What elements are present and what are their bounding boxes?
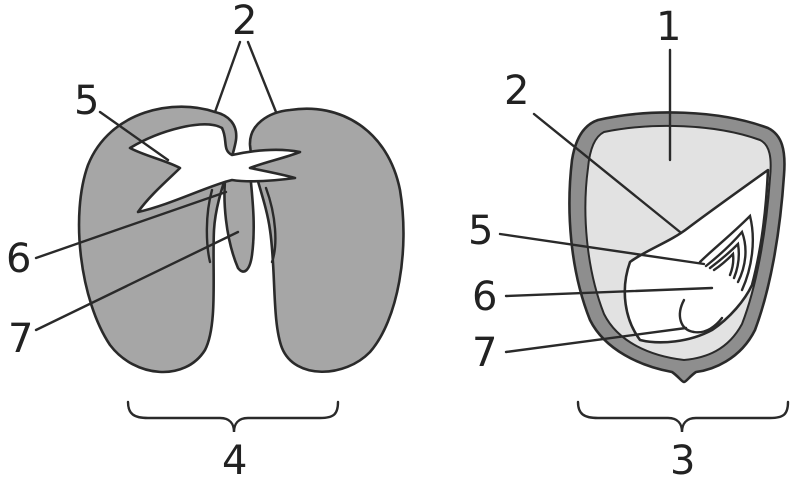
dicot-seed: 2 5 6 7 4 — [6, 0, 405, 480]
leader-left-5 — [98, 110, 170, 162]
label-left-hypocotyl: 6 — [6, 236, 31, 282]
label-right-group: 3 — [670, 438, 695, 480]
bracket-3 — [576, 400, 790, 433]
plumule-arc-3 — [712, 251, 735, 277]
leader-left-7 — [34, 230, 240, 332]
embryo — [623, 168, 770, 344]
label-right-radicle: 7 — [472, 330, 497, 376]
plumule-arc-1 — [704, 229, 747, 284]
right-cotyledon-crease — [264, 186, 277, 264]
label-right-endosperm: 1 — [656, 4, 681, 50]
label-right-hypocotyl: 6 — [472, 274, 497, 320]
label-left-cotyledons: 2 — [232, 0, 257, 44]
bracket-4 — [126, 400, 340, 433]
leader-right-7 — [504, 326, 688, 354]
leader-left-2a — [213, 40, 242, 114]
plumule-arc-4 — [698, 213, 755, 292]
label-right-cotyledon: 2 — [504, 68, 529, 114]
leader-right-6 — [504, 286, 714, 298]
monocot-seed: 1 2 5 6 7 3 — [468, 4, 790, 480]
label-left-radicle: 7 — [8, 316, 33, 362]
plumule-arc-2 — [708, 241, 740, 280]
label-left-group: 4 — [222, 438, 247, 480]
radicle-curve — [678, 298, 724, 334]
plumule — [128, 123, 302, 214]
leader-left-6 — [34, 190, 228, 260]
embryo-axis — [223, 170, 256, 273]
label-left-plumule: 5 — [74, 78, 99, 124]
right-cotyledon — [248, 107, 405, 373]
leader-left-2b — [246, 40, 278, 114]
label-right-plumule: 5 — [468, 208, 493, 254]
leader-right-5 — [498, 232, 706, 266]
leader-right-2 — [532, 112, 682, 234]
